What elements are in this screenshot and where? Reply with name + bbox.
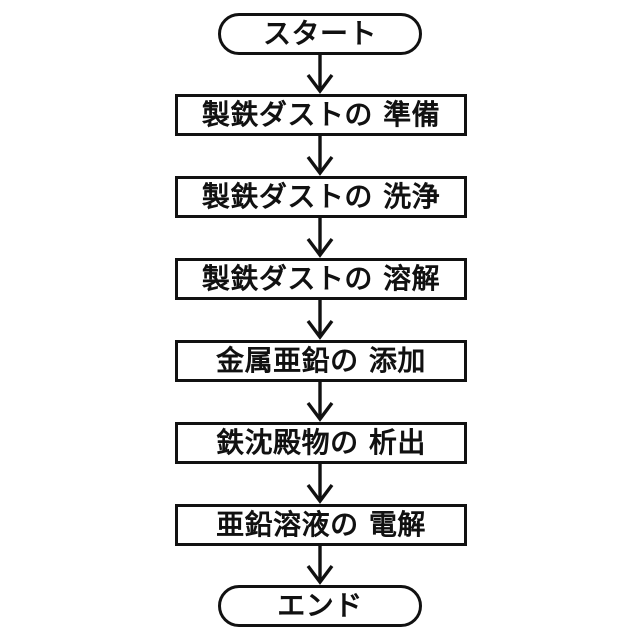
process-box-label: 製鉄ダストの 溶解 — [201, 262, 441, 295]
process-box-dust-preparation: 製鉄ダストの 準備 — [175, 94, 467, 136]
process-box-dust-washing: 製鉄ダストの 洗浄 — [175, 176, 467, 218]
process-box-iron-precipitation: 鉄沈殿物の 析出 — [175, 422, 467, 464]
end-terminal-label: エンド — [277, 589, 363, 622]
process-box-label: 製鉄ダストの 洗浄 — [201, 180, 441, 213]
down-arrow-icon — [306, 545, 334, 585]
down-arrow-icon — [306, 136, 334, 176]
start-terminal: スタート — [218, 13, 422, 55]
down-arrow-icon — [306, 464, 334, 504]
down-arrow-icon — [306, 218, 334, 258]
process-box-label: 鉄沈殿物の 析出 — [216, 426, 426, 459]
down-arrow-icon — [306, 300, 334, 340]
down-arrow-icon — [306, 382, 334, 422]
end-terminal: エンド — [218, 585, 422, 627]
process-box-zinc-addition: 金属亜鉛の 添加 — [175, 340, 467, 382]
process-box-label: 亜鉛溶液の 電解 — [216, 508, 426, 541]
down-arrow-icon — [306, 54, 334, 94]
start-terminal-label: スタート — [262, 17, 377, 50]
process-box-label: 製鉄ダストの 準備 — [201, 98, 441, 131]
process-box-dust-dissolution: 製鉄ダストの 溶解 — [175, 258, 467, 300]
process-box-label: 金属亜鉛の 添加 — [216, 344, 426, 377]
process-box-zinc-electrolysis: 亜鉛溶液の 電解 — [175, 504, 467, 546]
